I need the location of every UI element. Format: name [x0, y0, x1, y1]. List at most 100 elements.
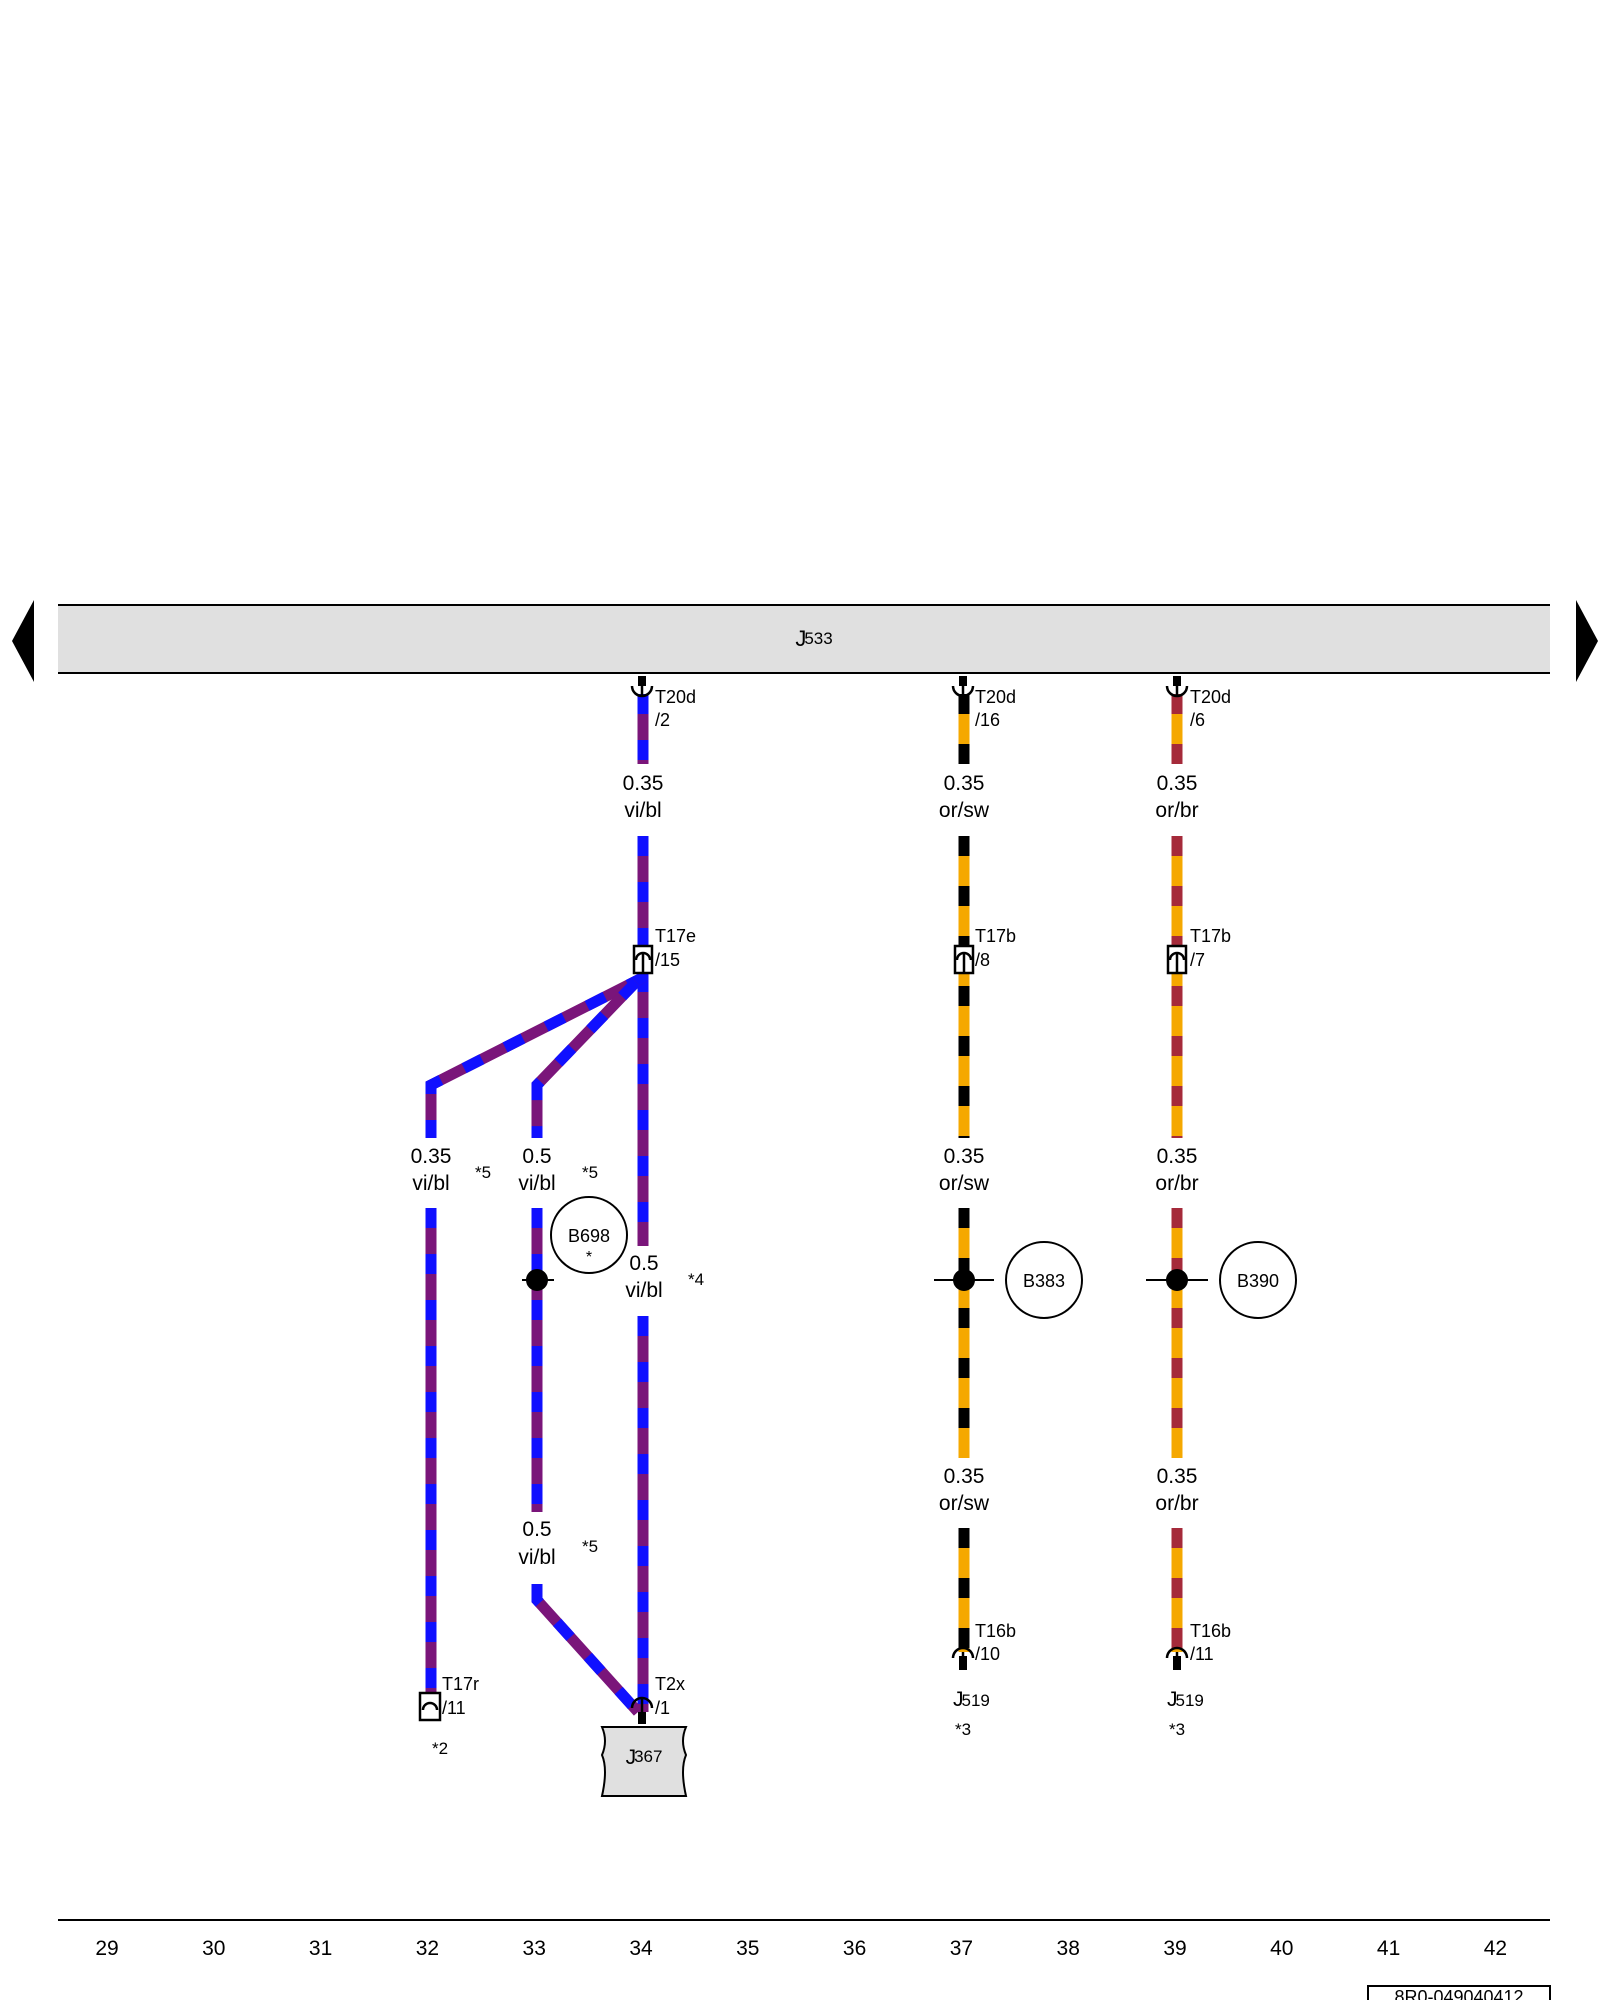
w37-low-size: 0.35: [944, 1465, 985, 1488]
grid-number: 36: [843, 1937, 866, 1960]
splice-b383-circle: [1005, 1241, 1083, 1319]
t16b-11-name: T16b: [1190, 1621, 1231, 1641]
t16b-10-name: T16b: [975, 1621, 1016, 1641]
splice-b698-circle: [550, 1196, 628, 1274]
splice-b698-node: [522, 1269, 554, 1291]
w33-upper-color: vi/bl: [518, 1172, 555, 1195]
w34-top-color: vi/bl: [624, 799, 661, 822]
w37-low-color: or/sw: [939, 1492, 990, 1515]
t17b-7-connector-icon: [1166, 944, 1188, 975]
component-j519-b-note: *3: [1169, 1720, 1185, 1739]
w32-size: 0.35: [411, 1145, 452, 1168]
w34-mid-size: 0.5: [629, 1252, 658, 1275]
grid-number: 42: [1484, 1937, 1507, 1960]
w33-upper-note: *5: [582, 1163, 598, 1182]
t17r-11-connector-icon: [418, 1691, 442, 1722]
w39-top-color: or/br: [1155, 799, 1198, 822]
w32-note: *5: [475, 1163, 491, 1182]
t16b-11-pin: /11: [1190, 1644, 1214, 1664]
doc-number-box: 8R0-049040412: [1367, 1985, 1551, 2000]
w37-mid-size: 0.35: [944, 1145, 985, 1168]
t20d-2-pin: /2: [655, 710, 670, 730]
w34-mid-color: vi/bl: [625, 1279, 662, 1302]
grid-number: 35: [736, 1937, 759, 1960]
grid-number: 39: [1163, 1937, 1186, 1960]
wire-layer: [425, 694, 1183, 1716]
grid-number: 38: [1057, 1937, 1080, 1960]
t2x-1-name: T2x: [655, 1674, 685, 1694]
t17b-8-connector-icon: [953, 944, 975, 975]
component-j367-label: J367: [626, 1746, 663, 1769]
t2x-1-pin: /1: [655, 1698, 670, 1718]
w37-top-color: or/sw: [939, 799, 990, 822]
component-j519-b: J519 *3: [1167, 1688, 1204, 1739]
t17e-15-connector-icon: [632, 944, 654, 975]
w33-lower-color: vi/bl: [518, 1546, 555, 1569]
w33-lower-size: 0.5: [522, 1518, 551, 1541]
w37-mid-color: or/sw: [939, 1172, 990, 1195]
t20d-2-name: T20d: [655, 687, 696, 707]
grid-number: 41: [1377, 1937, 1400, 1960]
t17r-11-pin: /11: [442, 1698, 466, 1718]
grid-number: 32: [416, 1937, 439, 1960]
w32-color: vi/bl: [412, 1172, 449, 1195]
t20d-6-name: T20d: [1190, 687, 1231, 707]
wire-32-branch: [425, 971, 649, 1138]
splice-b698-note: *: [586, 1249, 592, 1266]
doc-number: 8R0-049040412: [1394, 1987, 1523, 2000]
wire-33-branch: [531, 978, 640, 1138]
w39-mid-color: or/br: [1155, 1172, 1198, 1195]
previous-page-icon[interactable]: [12, 600, 34, 682]
control-unit-label: J533: [795, 626, 832, 651]
t17e-15-name: T17e: [655, 926, 696, 946]
next-page-icon[interactable]: [1576, 600, 1598, 682]
t17e-15-pin: /15: [655, 950, 680, 970]
splice-b390-circle: [1219, 1241, 1297, 1319]
t17b-7-name: T17b: [1190, 926, 1231, 946]
grid-numbers: 29 30 31 32 33 34 35 36 37 38 39 40 41 42: [95, 1937, 1507, 1960]
component-j519-b-label: J519: [1167, 1688, 1204, 1711]
grid-number: 31: [309, 1937, 332, 1960]
component-j519-a-label: J519: [953, 1688, 990, 1711]
t20d-6-pin: /6: [1190, 710, 1205, 730]
grid-number: 34: [629, 1937, 653, 1960]
w39-low-color: or/br: [1155, 1492, 1198, 1515]
connector-labels: T20d /2 T20d /16 T20d /6 T17e /15 T17b /…: [432, 687, 1231, 1758]
t17r-11-name: T17r: [442, 1674, 479, 1694]
connector-symbols: [418, 676, 1189, 1722]
w33-lower-note: *5: [582, 1537, 598, 1556]
grid-number: 37: [950, 1937, 973, 1960]
w39-top-size: 0.35: [1157, 772, 1198, 795]
splice-b383-node: [934, 1269, 994, 1291]
wire-labels: 0.35 vi/bl 0.35 or/sw 0.35 or/br 0.35 vi…: [411, 772, 1199, 1569]
t17b-8-pin: /8: [975, 950, 990, 970]
connector-pins: [638, 676, 1181, 1724]
wire-notes: *5 *5 *4 *5: [475, 1163, 704, 1556]
splice-b390-label: B390: [1237, 1271, 1279, 1291]
component-j367: J367: [600, 1726, 688, 1797]
t17b-7-pin: /7: [1190, 950, 1205, 970]
grid-number: 30: [202, 1937, 225, 1960]
grid-number: 33: [523, 1937, 546, 1960]
t17b-8-name: T17b: [975, 926, 1016, 946]
splice-b390-node: [1146, 1269, 1208, 1291]
t20d-16-pin: /16: [975, 710, 1000, 730]
t17r-11-note: *2: [432, 1739, 448, 1758]
w33-upper-size: 0.5: [522, 1145, 551, 1168]
splice-points: B698 * B383 B390: [522, 1196, 1297, 1319]
grid-number: 29: [95, 1937, 118, 1960]
w39-mid-size: 0.35: [1157, 1145, 1198, 1168]
grid-number: 40: [1270, 1937, 1293, 1960]
splice-b698-label: B698: [568, 1226, 610, 1246]
component-j519-a: J519 *3: [953, 1688, 990, 1739]
control-unit-j533: J533: [58, 604, 1550, 674]
t20d-16-name: T20d: [975, 687, 1016, 707]
w39-low-size: 0.35: [1157, 1465, 1198, 1488]
component-j519-a-note: *3: [955, 1720, 971, 1739]
w34-mid-note: *4: [688, 1270, 704, 1289]
splice-b383-label: B383: [1023, 1271, 1065, 1291]
wire-33-lower: [531, 1584, 643, 1716]
w34-top-size: 0.35: [623, 772, 664, 795]
t16b-10-pin: /10: [975, 1644, 1000, 1664]
